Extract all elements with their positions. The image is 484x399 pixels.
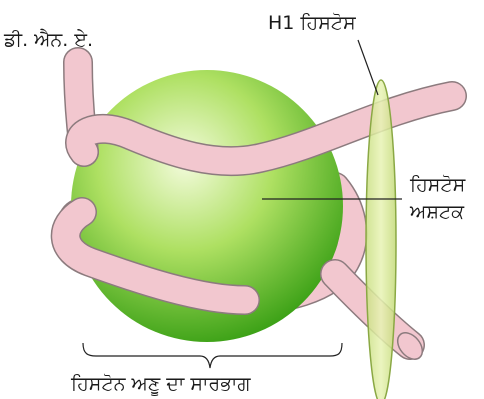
- h1-histone-disc-icon: [366, 80, 396, 399]
- octamer-label-line2: ਅਸ਼ਟਕ: [409, 201, 465, 223]
- dna-label: ਡੀ. ਐਨ. ਏ.: [3, 28, 93, 51]
- octamer-label-line1: ਹਿਸਟੋਸ: [409, 174, 466, 196]
- core-label: ਹਿਸਟੋਨ ਅਣੂ ਦਾ ਸਾਰਭਾਗ: [70, 373, 251, 397]
- h1-histone-label: H1 ਹਿਸਟੋਸ: [268, 12, 356, 34]
